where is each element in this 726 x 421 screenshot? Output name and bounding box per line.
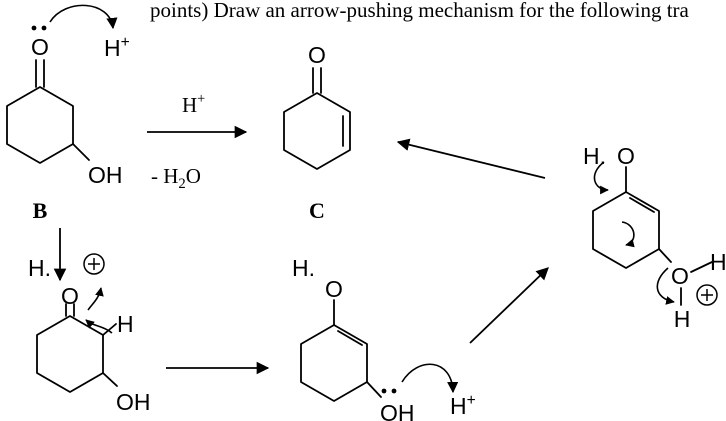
x-c-o-bond-2	[658, 248, 672, 263]
x-oh-hydrogen: H.	[583, 143, 606, 169]
b-lone-pair-dot	[41, 25, 47, 31]
enol-intermediate: O H. OH H+	[292, 255, 476, 421]
question-header: points) Draw an arrow-pushing mechanism …	[150, 0, 690, 22]
label-c: C	[309, 198, 325, 223]
x-leaving-oxygen: O	[671, 263, 689, 289]
p-curved-arrow-co	[87, 287, 104, 311]
p-oh-hydrogen: H.	[28, 255, 51, 281]
c-carbonyl-oxygen: O	[308, 42, 326, 68]
c-ring	[283, 92, 351, 170]
x-oxonium-hydrogen-1: H	[710, 249, 726, 275]
b-proton: H+	[104, 34, 130, 61]
p-alpha-h-bond	[102, 323, 117, 336]
e-lone-pair-dot	[391, 388, 397, 394]
p-curved-arrow-ch	[85, 319, 113, 334]
e-oh-hydrogen: H.	[292, 255, 315, 281]
e-proton: H+	[450, 392, 476, 419]
step-arrow-up	[469, 267, 549, 344]
b-hydroxyl: OH	[88, 162, 123, 188]
e-alkene-bond	[337, 330, 363, 346]
b-carbonyl-oxygen: O	[31, 34, 49, 60]
label-b: B	[33, 198, 48, 223]
x-curved-arrow-leaving-group	[656, 267, 675, 305]
x-ring	[592, 191, 660, 269]
x-oxonium-hydrogen-2: H	[674, 306, 691, 332]
e-oxygen: O	[325, 276, 343, 302]
p-ring	[36, 315, 104, 393]
x-oxygen: O	[617, 143, 635, 169]
direct-reaction: H+ - H2O	[147, 91, 248, 192]
x-positive-charge	[696, 284, 718, 306]
b-ring	[6, 86, 74, 164]
p-hydroxyl: OH	[116, 389, 151, 415]
b-c-oh-bond	[72, 143, 90, 161]
p-oxygen: O	[61, 283, 79, 309]
e-curved-arrow-protonation	[401, 363, 459, 394]
byproduct-label: - H2O	[151, 164, 201, 192]
x-curved-arrow-pi-bond	[621, 221, 635, 248]
molecule-b: O OH H+	[6, 4, 130, 188]
x-alkene-bond	[629, 197, 655, 213]
x-o-h-bond	[690, 261, 713, 273]
oxonium-intermediate: O H. O H H	[583, 143, 726, 332]
p-alpha-hydrogen: H	[117, 311, 134, 337]
reagent-label: H+	[182, 91, 205, 117]
step-arrow-to-c	[396, 138, 546, 179]
x-curved-arrow-lone-pair	[593, 161, 609, 195]
molecule-c: O C	[283, 42, 351, 223]
p-positive-charge	[83, 253, 105, 275]
protonation-curved-arrow	[49, 4, 118, 30]
protonated-intermediate: O H. H OH	[28, 253, 151, 415]
p-c-oh-bond	[102, 372, 118, 387]
e-hydroxyl: OH	[380, 400, 415, 421]
e-c-oh-bond	[366, 381, 382, 398]
e-lone-pair-dot	[381, 388, 387, 394]
b-lone-pair-dot	[31, 25, 37, 31]
e-ring	[300, 324, 368, 402]
